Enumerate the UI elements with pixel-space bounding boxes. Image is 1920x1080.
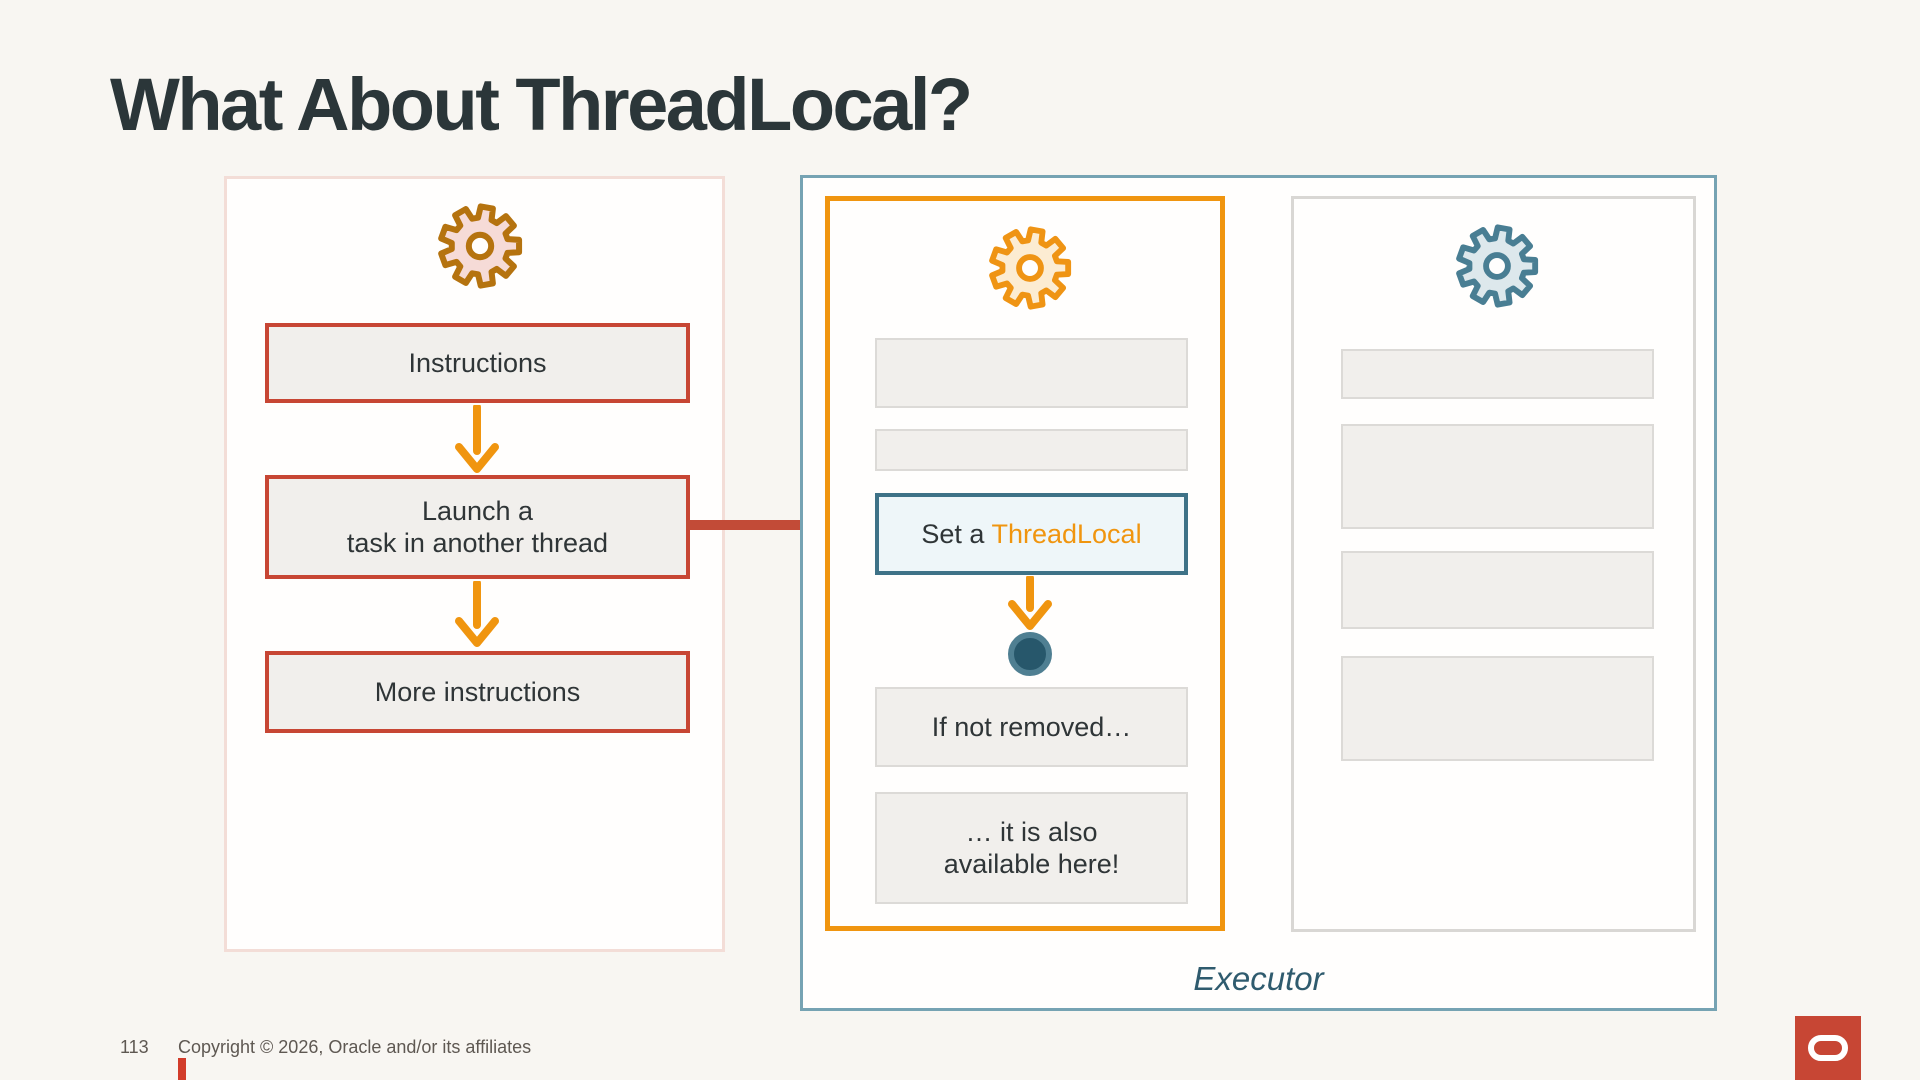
copyright-text: Copyright © 2026, Oracle and/or its affi… — [178, 1037, 532, 1057]
task-step-placeholder — [875, 429, 1188, 471]
idle-step-placeholder — [1341, 424, 1654, 529]
more-instructions-box: More instructions — [265, 651, 690, 733]
gear-icon — [989, 226, 1072, 310]
idle-step-placeholder — [1341, 349, 1654, 399]
instructions-label: Instructions — [408, 347, 547, 378]
launch-line2: task in another thread — [346, 528, 609, 558]
instructions-box: Instructions — [265, 323, 690, 403]
if-not-removed-label: If not removed… — [931, 711, 1132, 742]
if-not-removed-box: If not removed… — [875, 687, 1188, 767]
task-step-placeholder — [875, 338, 1188, 408]
page-number: 113 — [120, 1037, 149, 1057]
set-prefix: Set a — [921, 518, 992, 549]
launch-task-label: Launch a task in another thread — [347, 495, 608, 560]
threadlocal-highlight: ThreadLocal — [991, 518, 1142, 549]
launch-line1: Launch a — [421, 495, 534, 526]
threadlocal-value-dot — [1008, 632, 1052, 676]
also-line1: … it is also — [965, 816, 1098, 847]
idle-step-placeholder — [1341, 551, 1654, 629]
set-threadlocal-box: Set a ThreadLocal — [875, 493, 1188, 575]
also-available-label: … it is also available here! — [944, 816, 1120, 881]
task-thread-panel: Set a ThreadLocal If not removed… … it i… — [825, 196, 1225, 931]
page-title: What About ThreadLocal? — [110, 63, 973, 146]
launch-task-box: Launch a task in another thread — [265, 475, 690, 579]
idle-thread-panel — [1291, 196, 1696, 932]
also-line2: available here! — [943, 849, 1120, 879]
arrow-down-icon — [455, 405, 499, 473]
executor-panel: Set a ThreadLocal If not removed… … it i… — [800, 175, 1717, 1011]
caller-thread-panel: Instructions Launch a task in another th… — [224, 176, 725, 952]
executor-label: Executor — [1193, 960, 1324, 997]
more-instructions-label: More instructions — [374, 676, 581, 707]
gear-icon — [1456, 224, 1539, 308]
arrow-down-icon — [1008, 576, 1052, 630]
idle-step-placeholder — [1341, 656, 1654, 761]
set-threadlocal-label: Set a ThreadLocal — [921, 518, 1141, 550]
also-available-box: … it is also available here! — [875, 792, 1188, 904]
progress-tick — [178, 1058, 186, 1080]
gear-icon — [438, 203, 523, 289]
arrow-down-icon — [455, 581, 499, 647]
oracle-logo — [1795, 1016, 1861, 1080]
oracle-o-mark — [1808, 1035, 1848, 1061]
